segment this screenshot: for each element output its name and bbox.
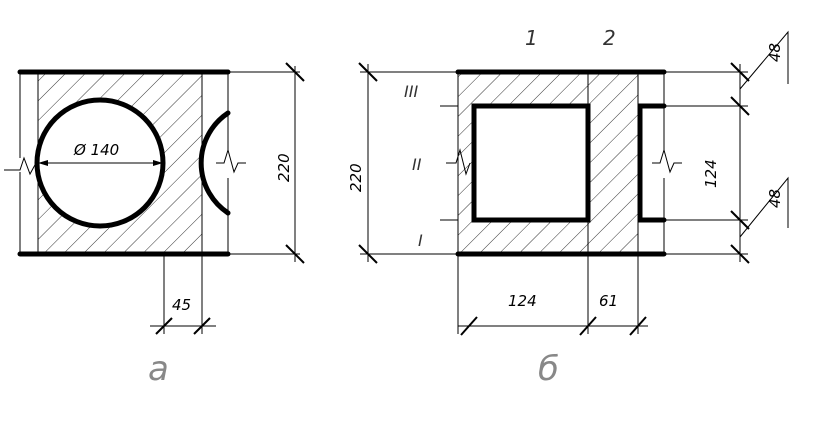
row-label-1: I	[418, 231, 423, 250]
height-tick-top	[285, 62, 305, 82]
b-width-label-2: 61	[599, 292, 618, 310]
block-b-hatch	[458, 72, 638, 254]
leader-bottom	[739, 176, 789, 238]
break-mark-right	[216, 148, 246, 174]
b-top-label: 48	[766, 43, 784, 62]
figure-b: 1 2 III II I 220 124 48 48	[347, 26, 789, 389]
caption-a: а	[148, 349, 169, 389]
b-right-tick-1	[730, 62, 750, 82]
b-right-tick-2	[730, 96, 750, 116]
diameter-arrow-right	[153, 160, 163, 166]
half-void-right	[198, 110, 231, 216]
b-width-tick-3	[629, 316, 647, 336]
b-right-tick-4	[730, 244, 750, 264]
break-mark-b-right	[652, 148, 682, 174]
width-tick-left	[155, 317, 173, 335]
width-tick-right	[193, 317, 211, 335]
diameter-label: Ø 140	[73, 141, 119, 159]
b-bottom-label: 48	[766, 189, 784, 208]
square-void	[471, 103, 591, 223]
b-width-label-1: 124	[508, 292, 537, 310]
half-void-b-right	[637, 103, 667, 223]
block-a-hatch	[36, 72, 202, 254]
b-width-tick-1	[460, 316, 478, 336]
column-label-1: 1	[525, 26, 538, 50]
row-label-2: II	[412, 155, 422, 174]
column-label-2: 2	[603, 26, 616, 50]
b-mid-label: 124	[702, 159, 720, 188]
b-height-label: 220	[347, 163, 365, 192]
width-label: 45	[172, 296, 191, 314]
b-width-tick-2	[579, 316, 597, 336]
diameter-arrow-left	[38, 160, 48, 166]
b-height-tick-top	[358, 62, 378, 82]
row-label-3: III	[404, 82, 418, 101]
figure-a: Ø 140 220 45 а	[4, 62, 305, 389]
leader-top	[739, 30, 789, 90]
height-label: 220	[275, 153, 293, 182]
height-tick-bottom	[285, 244, 305, 264]
b-height-tick-bottom	[358, 244, 378, 264]
caption-b: б	[538, 349, 559, 389]
b-right-tick-3	[730, 210, 750, 230]
break-mark-b-left	[446, 148, 471, 176]
